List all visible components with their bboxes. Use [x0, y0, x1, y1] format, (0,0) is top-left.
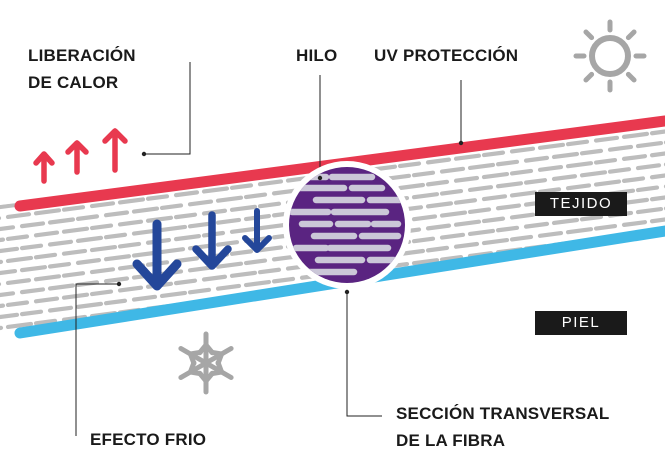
cool-effect-arrows	[132, 208, 272, 291]
thread-label: HILO	[296, 46, 338, 65]
cool-effect-leader	[75, 283, 119, 436]
arrow-down-icon	[132, 219, 182, 291]
skin-tag: PIEL	[535, 311, 627, 335]
heat-release-label-line1: LIBERACIÓN	[28, 46, 136, 65]
sun-icon	[573, 19, 647, 93]
heat-release-leader	[144, 62, 191, 155]
snowflake-icon	[178, 331, 234, 395]
arrow-up-icon	[65, 140, 89, 175]
uv-protection-label: UV PROTECCIÓN	[374, 46, 519, 65]
fiber-section-label: SECCIÓN TRANSVERSAL DE LA FIBRA	[396, 400, 610, 454]
fiber-section-label-line2: DE LA FIBRA	[396, 431, 506, 450]
arrow-up-icon	[33, 151, 55, 184]
leader-lines	[75, 62, 462, 436]
fabric-tag: TEJIDO	[535, 192, 627, 216]
leader-dots	[116, 140, 464, 295]
cool-effect-label: EFECTO FRIO	[90, 430, 207, 449]
heat-release-label: LIBERACIÓN DE CALOR	[28, 42, 136, 96]
fiber-section-leader	[346, 292, 382, 417]
heat-release-label-line2: DE CALOR	[28, 73, 119, 92]
fiber-section-label-line1: SECCIÓN TRANSVERSAL	[396, 404, 610, 423]
arrow-down-icon	[192, 211, 232, 270]
arrow-up-icon	[102, 128, 128, 173]
heat-release-arrows	[33, 128, 128, 184]
arrow-down-icon	[242, 208, 272, 253]
